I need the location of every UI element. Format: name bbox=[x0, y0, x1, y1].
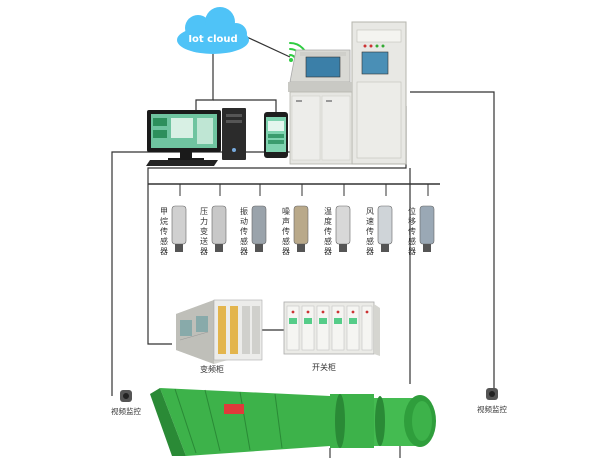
switch-cabinet: 开关柜 bbox=[283, 301, 380, 372]
sensor-label-char: 器 bbox=[282, 247, 290, 256]
sensor-label-char: 位 bbox=[408, 206, 416, 216]
sensor-label-char: 器 bbox=[240, 247, 248, 256]
cloud-label: Iot cloud bbox=[188, 34, 237, 45]
sensor-label-char: 速 bbox=[366, 217, 374, 226]
sensor-icon-tip bbox=[215, 244, 223, 252]
sensor-label-char: 压 bbox=[200, 207, 208, 216]
camera-right-label: 视频监控 bbox=[477, 404, 507, 414]
sensor-label-char: 烷 bbox=[160, 216, 168, 226]
sensor-icon-tip bbox=[381, 244, 389, 252]
sensor-label-char: 传 bbox=[240, 226, 248, 236]
sensor-icon bbox=[293, 205, 309, 245]
sensor-label-char: 传 bbox=[324, 226, 332, 236]
line-right-camera bbox=[410, 91, 495, 396]
sensor-label-char: 器 bbox=[366, 247, 374, 256]
sensor-icon bbox=[251, 205, 267, 245]
sensor-icon-tip bbox=[339, 244, 347, 252]
camera-left-label: 视频监控 bbox=[111, 406, 141, 416]
vfd-cabinet: 变频柜 bbox=[176, 299, 263, 374]
sensor-label-char: 传 bbox=[408, 226, 416, 236]
sensor-label-char: 噪 bbox=[282, 207, 290, 216]
sensor-label-char: 送 bbox=[200, 236, 208, 246]
sensor-label-char: 变 bbox=[200, 226, 208, 236]
desktop-computer bbox=[146, 108, 246, 166]
sensor-label-char: 甲 bbox=[160, 207, 168, 216]
smartphone bbox=[264, 112, 288, 158]
sensor-label-char: 器 bbox=[200, 247, 208, 256]
sensor-icon-tip bbox=[255, 244, 263, 252]
sensor-label-char: 声 bbox=[282, 216, 290, 226]
sensor-icon bbox=[419, 205, 435, 245]
sensor-label-char: 移 bbox=[408, 216, 416, 226]
sensor-icon bbox=[377, 205, 393, 245]
sensor-label-char: 度 bbox=[324, 216, 332, 226]
sensor-label-char: 振 bbox=[240, 206, 248, 216]
line-cloud-to-computer bbox=[195, 52, 214, 110]
sensor-icon bbox=[335, 205, 351, 245]
sensor-label-char: 器 bbox=[160, 247, 168, 256]
console-screen bbox=[305, 56, 341, 78]
line-computer-to-phone bbox=[213, 99, 277, 112]
vfd-label: 变频柜 bbox=[200, 364, 224, 374]
sensor-label-char: 感 bbox=[160, 236, 168, 246]
switch-label: 开关柜 bbox=[312, 362, 336, 372]
sensor-label-char: 感 bbox=[366, 236, 374, 246]
sensor-icon bbox=[171, 205, 187, 245]
sensor-icon bbox=[211, 205, 227, 245]
iot-cloud: Iot cloud bbox=[177, 7, 249, 54]
camera-right: 视频监控 bbox=[477, 388, 507, 414]
sensor-label-char: 力 bbox=[200, 216, 208, 226]
sensor-icon-tip bbox=[423, 244, 431, 252]
sensor-label-char: 传 bbox=[366, 226, 374, 236]
sensor-label-char: 动 bbox=[240, 216, 248, 226]
sensor-label-char: 传 bbox=[160, 226, 168, 236]
mine-fan bbox=[150, 388, 436, 458]
sensor-label-char: 感 bbox=[324, 236, 332, 246]
sensor-label-char: 感 bbox=[240, 236, 248, 246]
camera-left: 视频监控 bbox=[111, 390, 141, 416]
sensor-icon-tip bbox=[297, 244, 305, 252]
sensor-label-char: 感 bbox=[408, 236, 416, 246]
sensor-label-char: 器 bbox=[408, 247, 416, 256]
control-console bbox=[288, 21, 407, 165]
sensor-label-char: 传 bbox=[282, 226, 290, 236]
sensor-label-char: 感 bbox=[282, 236, 290, 246]
sensor-label-char: 温 bbox=[324, 207, 332, 216]
sensor-label-char: 器 bbox=[324, 247, 332, 256]
keyboard bbox=[146, 160, 218, 166]
sensor-icon-tip bbox=[175, 244, 183, 252]
sensor-label-char: 风 bbox=[366, 207, 374, 216]
